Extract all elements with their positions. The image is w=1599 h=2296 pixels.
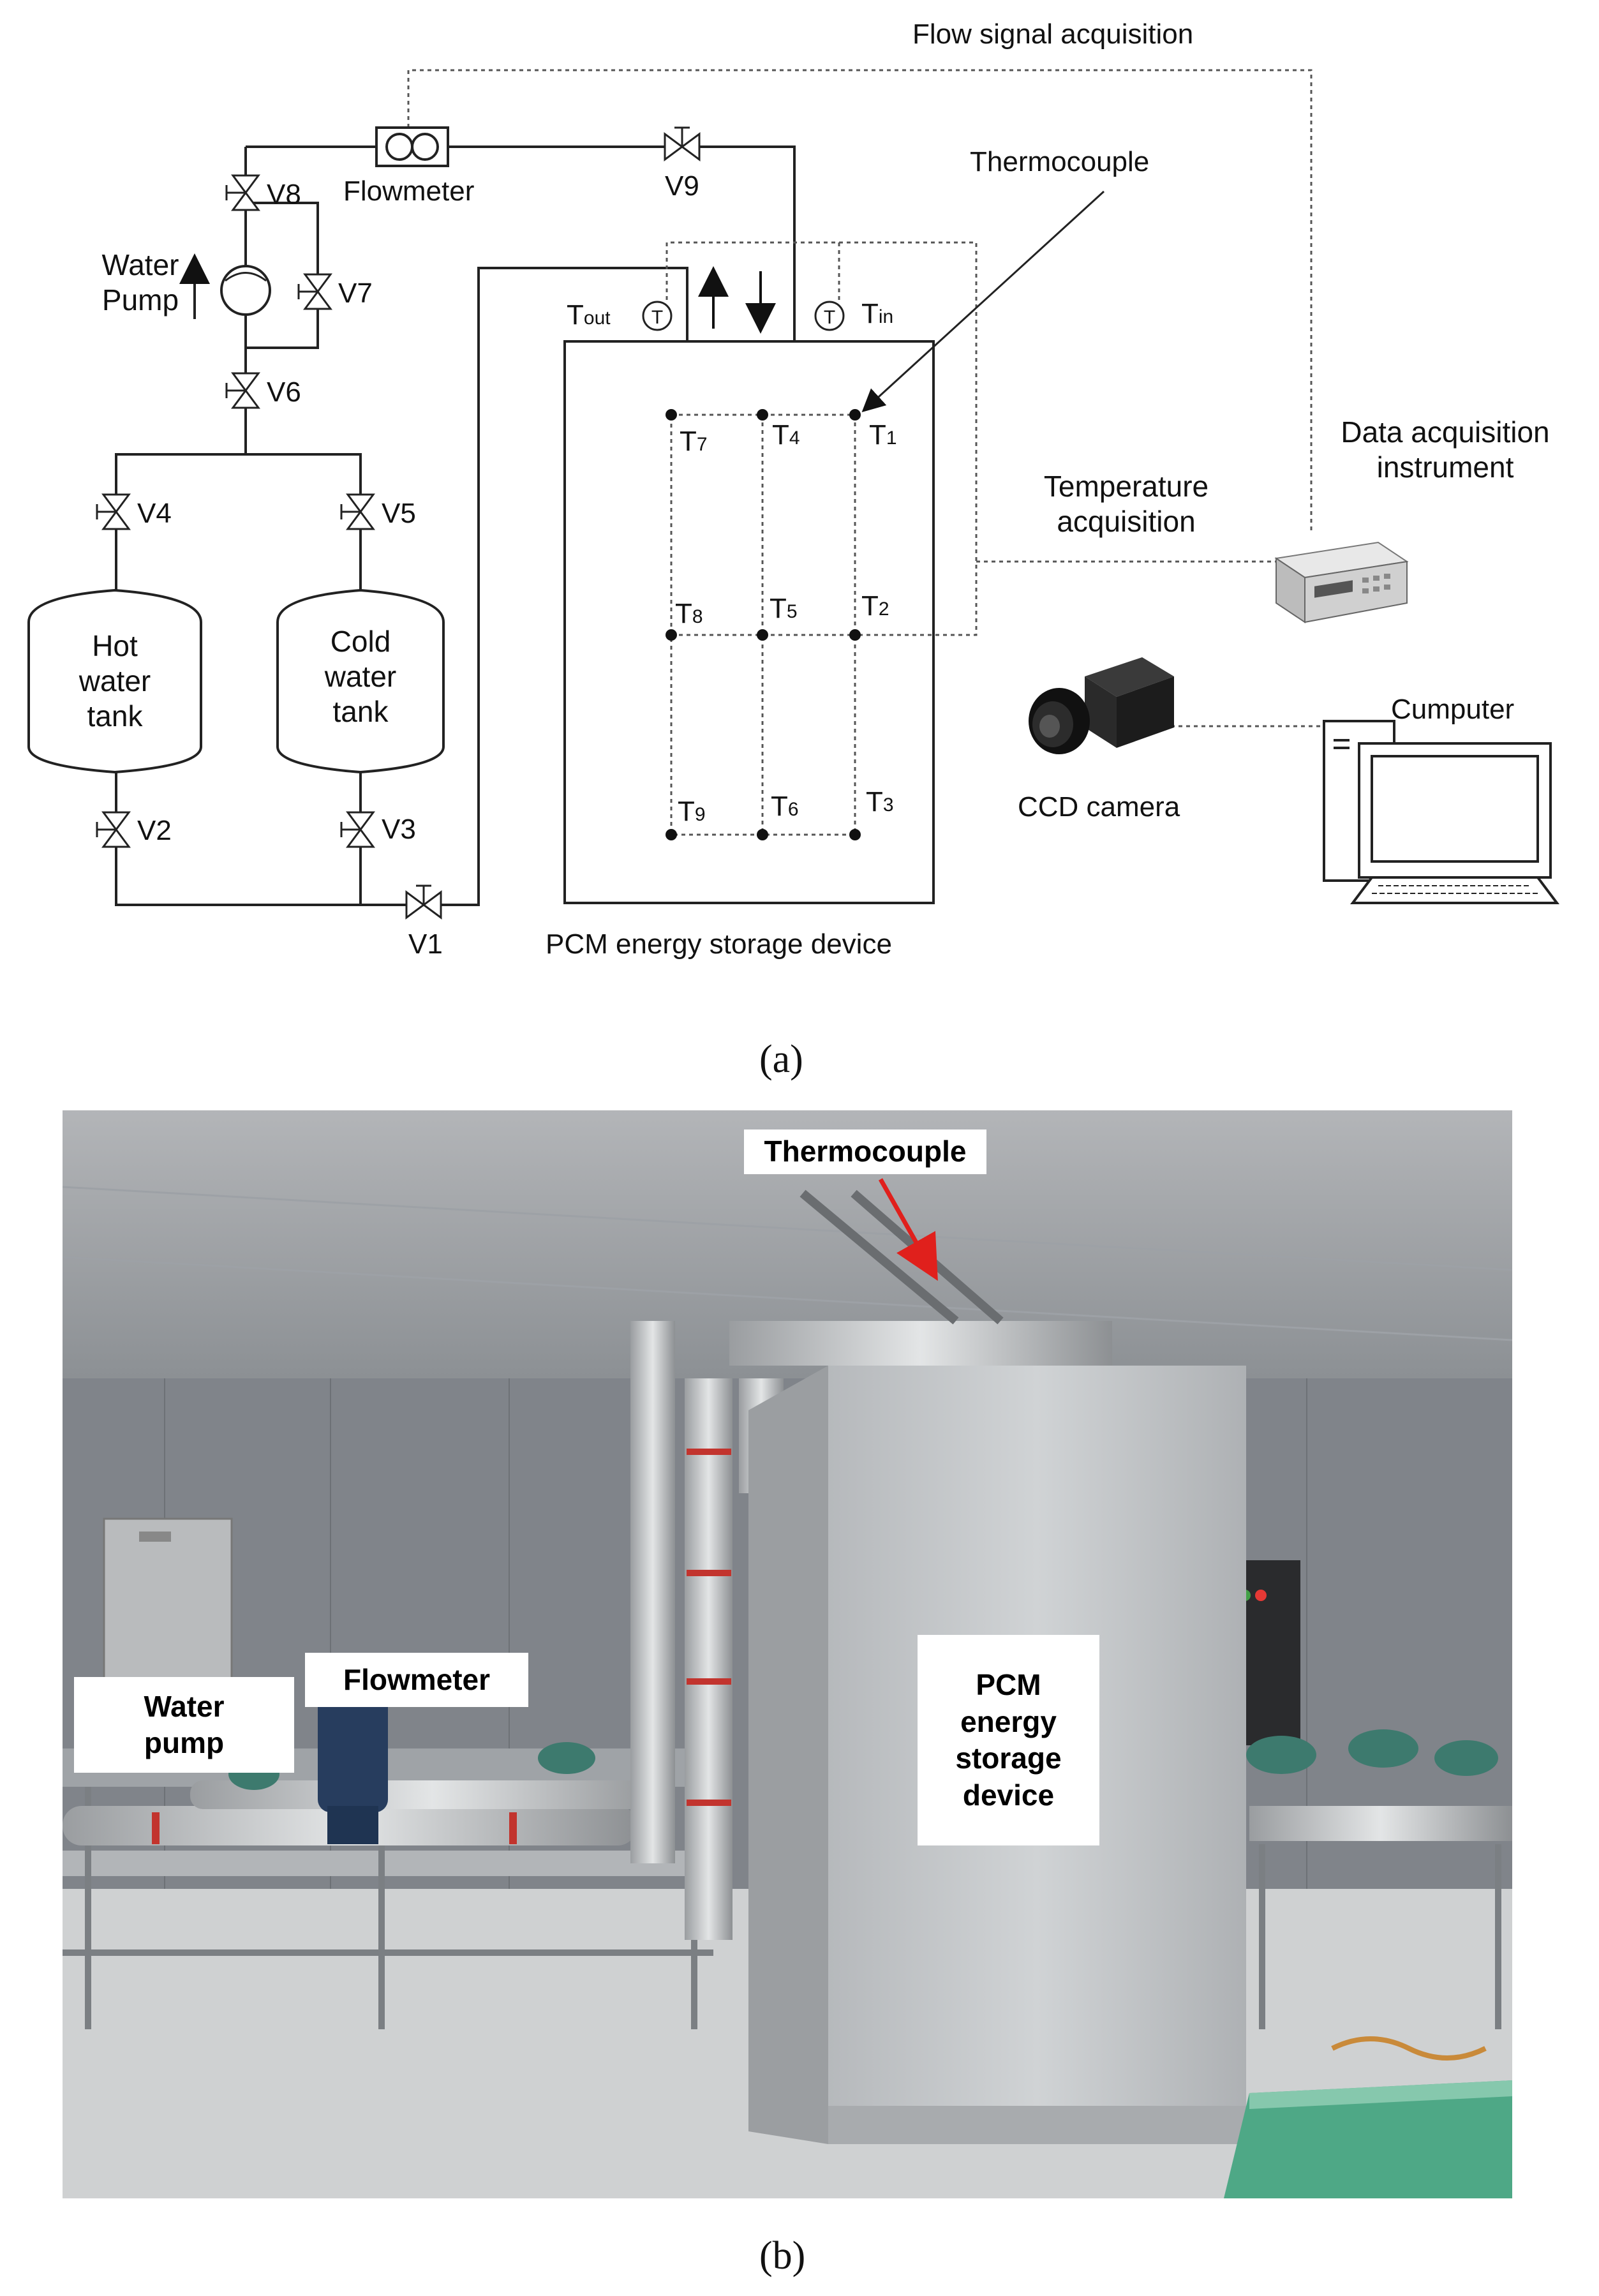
valve-v8-label: V8 [267,179,301,210]
lab-photo-illustration [63,1110,1512,2198]
valve-v9-label: V9 [665,170,699,202]
valve-v7-label: V7 [338,278,373,309]
valve-v2-label: V2 [137,815,172,846]
valve-v5 [340,493,375,530]
hot-water-tank-label: Hot water tank [78,629,151,733]
valve-v4-label: V4 [137,498,172,529]
valve-v1-label: V1 [408,928,443,960]
photo-thermocouple-label: Thermocouple [744,1129,986,1174]
t9-label: T9 [678,796,706,827]
temperature-acquisition-label: Temperature acquisition [1043,470,1209,539]
t6-label: T6 [771,791,799,822]
photo-pcm-device-label: PCM energy storage device [918,1635,1099,1845]
cold-water-tank-label: Cold water tank [324,625,397,729]
t2-label: T2 [861,590,889,622]
tin-label: Tin [861,298,894,329]
lab-photo: Thermocouple Water pump Flowmeter PCM en… [63,1110,1512,2198]
daq-instrument-icon [1274,541,1409,623]
signal-lines [407,69,1337,836]
schematic-diagram: T T [27,69,1559,920]
valve-v8 [225,174,260,211]
water-pump-symbol [179,253,271,319]
thermocouple-nodes [666,409,861,840]
valve-v6-label: V6 [267,376,301,408]
valve-v3-label: V3 [382,814,416,845]
flowmeter-label: Flowmeter [343,175,475,207]
svg-text:T: T [651,307,663,328]
t5-label: T5 [770,593,798,624]
t7-label: T7 [680,426,708,457]
valve-v5-label: V5 [382,498,416,529]
tout-sensor: T [642,301,673,331]
hot-water-tank [27,588,202,774]
t8-label: T8 [675,598,703,629]
thermocouple-label: Thermocouple [970,146,1150,177]
computer-label: Cumputer [1391,694,1515,725]
photo-water-pump-label: Water pump [74,1677,294,1773]
valve-v1 [405,884,442,920]
valve-v3 [340,811,375,848]
t3-label: T3 [866,786,894,817]
photo-flowmeter-label: Flowmeter [305,1653,528,1707]
tout-label: Tout [567,299,611,331]
caption-b: (b) [759,2234,806,2277]
t1-label: T1 [869,419,897,451]
caption-a: (a) [759,1038,803,1081]
pcm-device-box [563,340,935,904]
t4-label: T4 [772,419,800,451]
flowmeter-symbol [375,126,449,167]
valve-v2 [96,811,131,848]
thermocouple-pointer [861,190,1105,413]
valve-v4 [96,493,131,530]
water-pump-label: Water Pump [101,248,179,317]
valve-v7 [297,273,332,310]
photo-red-arrow [878,1178,938,1281]
ccd-camera-icon [1029,657,1174,754]
svg-text:T: T [824,307,835,328]
valve-v6 [225,372,260,409]
tin-sensor: T [814,301,845,331]
pcm-device-label: PCM energy storage device [546,928,892,960]
daq-label: Data acquisition instrument [1341,415,1550,484]
piping [115,145,796,906]
computer-icon [1323,720,1559,904]
valve-v9 [664,126,701,161]
cold-water-tank [276,588,445,774]
ccd-camera-label: CCD camera [1018,791,1180,823]
flow-signal-label: Flow signal acquisition [912,19,1194,50]
